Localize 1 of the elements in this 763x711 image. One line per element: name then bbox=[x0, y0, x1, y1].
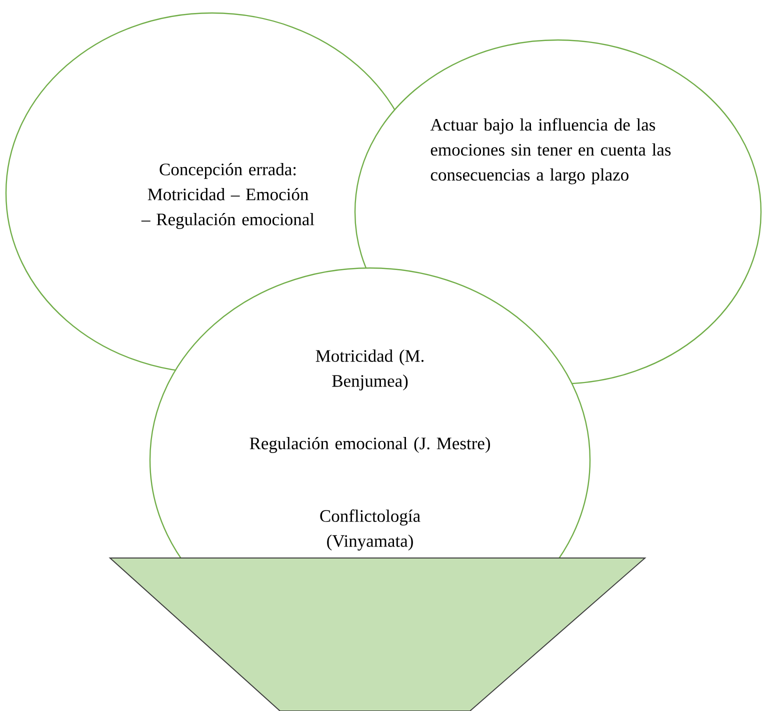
node-label: Actuar bajo la influencia de las emociones sin tener en cuenta las consecuencias a largo plazo bbox=[430, 118, 671, 184]
